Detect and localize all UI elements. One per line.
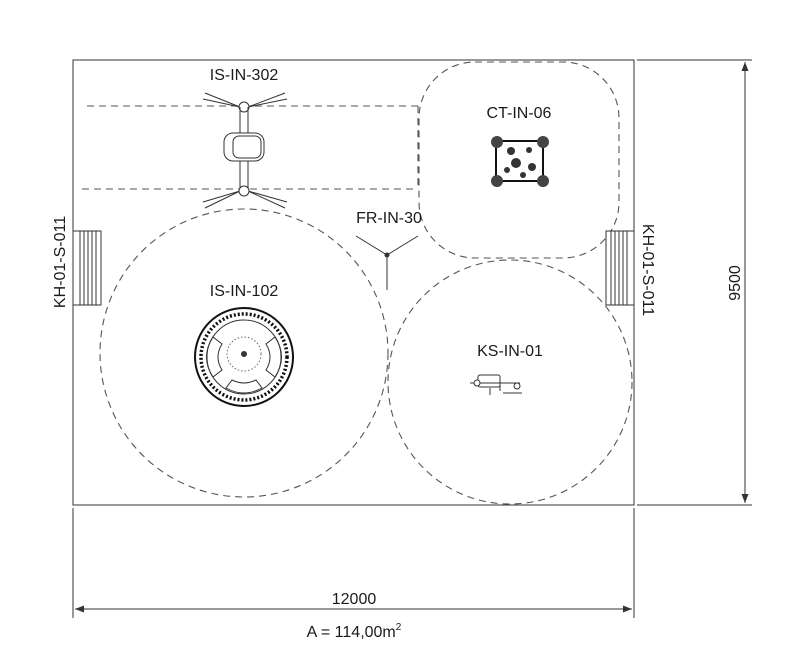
carousel-is-in-102 [194, 307, 294, 407]
area-label: A = 114,00m2 [307, 622, 402, 641]
climbing-safety-zone [418, 61, 620, 259]
spring-safety-zone [387, 259, 633, 505]
bench-right [605, 230, 635, 306]
fixture-fr-in-30 [355, 235, 419, 290]
width-dimension [72, 508, 635, 618]
climbing-ct-in-06 [491, 136, 549, 187]
spring-ks-in-01 [470, 374, 522, 395]
site-boundary [72, 59, 635, 506]
label-bench-right: KH-01-S-011 [639, 224, 656, 316]
label-fr-in-30: FR-IN-30 [356, 210, 422, 227]
label-is-in-102: IS-IN-102 [210, 283, 279, 300]
bench-left [72, 230, 102, 306]
label-ct-in-06: CT-IN-06 [487, 105, 552, 122]
swing-is-in-302 [202, 92, 288, 209]
label-is-in-302: IS-IN-302 [210, 67, 279, 84]
carousel-safety-zone [99, 208, 389, 498]
label-bench-left: KH-01-S-011 [52, 216, 69, 308]
height-dimension [637, 59, 752, 506]
safety-zones [82, 61, 633, 505]
height-value: 9500 [727, 265, 744, 301]
width-value: 12000 [332, 591, 377, 608]
label-ks-in-01: KS-IN-01 [477, 343, 543, 360]
